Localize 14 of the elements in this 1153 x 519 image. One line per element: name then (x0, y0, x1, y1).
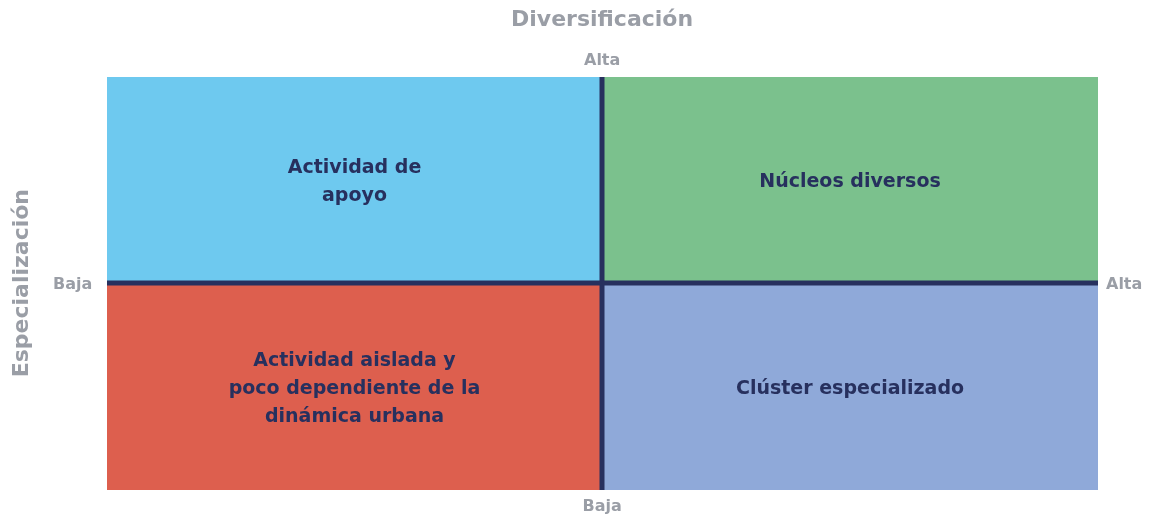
quadrant-label: Actividad aislada y poco dependiente de la dinámica urbana (227, 346, 482, 428)
axis-end-label: Alta (584, 50, 621, 69)
quadrant-label: Núcleos diversos (759, 168, 941, 193)
axis-title: Diversificación (511, 6, 694, 31)
quadrant-box (602, 283, 1098, 490)
quadrant-box (107, 77, 602, 283)
axis-end-label: Alta (1106, 274, 1143, 293)
axis-end-label: Baja (53, 274, 93, 293)
quadrant-label: Actividad de apoyo (286, 154, 423, 207)
axis-title: Especialización (8, 189, 33, 378)
quadrant-box (602, 77, 1098, 283)
quadrant-box (107, 283, 602, 490)
axis-end-label: Baja (582, 496, 622, 515)
quadrant-label: Clúster especializado (735, 374, 965, 400)
